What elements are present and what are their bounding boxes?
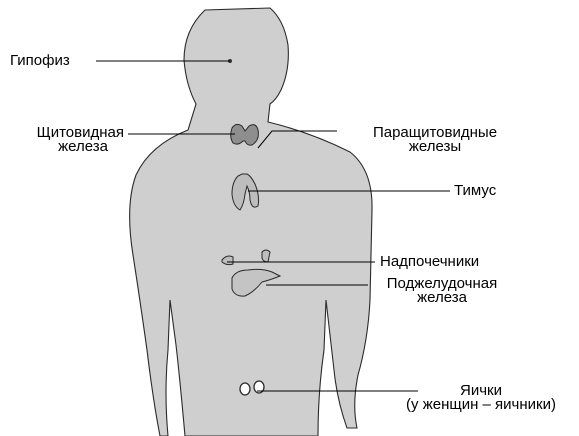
body-silhouette (130, 8, 372, 436)
label-gonads-line2: (у женщин – яичники) (386, 398, 576, 412)
label-pituitary: Гипофиз (10, 54, 70, 68)
label-parathyroid: Паращитовидные железы (340, 126, 530, 154)
label-thymus: Тимус (454, 184, 496, 198)
label-pancreas: Поджелудочная железа (370, 277, 514, 305)
label-thyroid-line2: железа (6, 140, 124, 154)
gonad-left (240, 383, 250, 395)
label-pancreas-line2: железа (370, 291, 514, 305)
label-parathyroid-line2: железы (340, 140, 530, 154)
label-thyroid: Щитовидная железа (6, 126, 124, 154)
label-gonads: Яички (у женщин – яичники) (386, 384, 576, 412)
adrenal-gland-right (262, 250, 270, 262)
label-adrenal: Надпочечники (380, 255, 479, 269)
